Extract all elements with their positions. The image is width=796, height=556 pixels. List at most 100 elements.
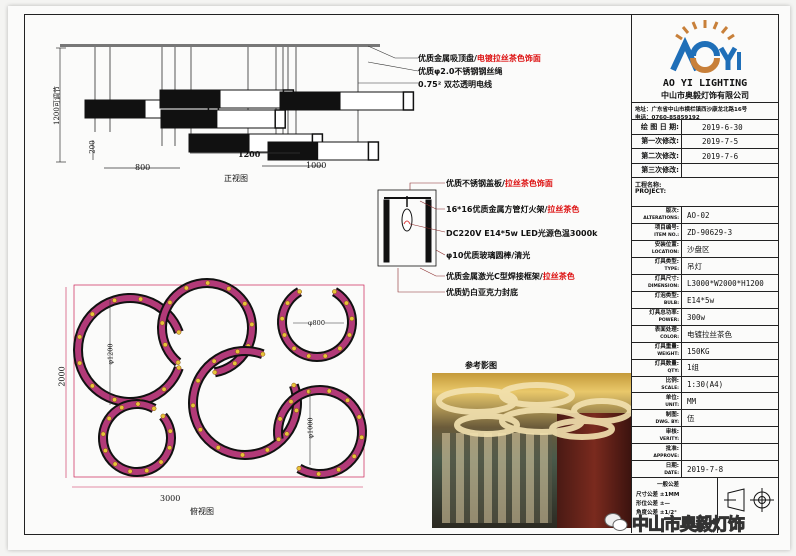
bulb-mark [100, 431, 106, 437]
bulb-mark [167, 300, 173, 305]
bulb-mark [89, 311, 95, 317]
bulb-mark [296, 465, 302, 471]
bulb-mark [106, 416, 112, 421]
dim-1200: 1200 [238, 149, 261, 159]
bulb-mark [337, 346, 343, 351]
drawing-canvas [56, 44, 446, 488]
front-view-title: 正视图 [224, 174, 248, 183]
spec-row: 审核:VERITY: [632, 426, 778, 445]
detail-note: 优质金属激光C型焊接框架/拉丝茶色 [446, 271, 575, 282]
note-text: 16*16优质金属方管灯火架/ [446, 205, 548, 214]
bulb-mark [279, 316, 285, 322]
spec-label: 制图:DWG. BY: [632, 410, 682, 428]
projection-symbol-icon [724, 488, 774, 512]
ring-segment [75, 295, 182, 405]
bulb-mark [158, 459, 164, 465]
bulb-mark [332, 289, 337, 295]
bulb-mark [175, 360, 181, 365]
bulb-mark [264, 447, 270, 453]
bulb-mark [294, 407, 299, 413]
date-label: 第二次修改: [632, 149, 682, 164]
spec-row: 灯具数量:QTY: 1组 [632, 358, 778, 377]
bulb-mark [197, 427, 203, 433]
spec-value [682, 427, 778, 444]
note-text: 优质金属激光C型焊接框架/ [446, 272, 543, 281]
date-row: 第二次修改: 2019-7-6 [632, 148, 778, 164]
bulb-mark [356, 414, 362, 420]
spec-value: L3000*W2000*H1200 [687, 278, 764, 288]
lamp-end-cap [402, 91, 415, 111]
bulb-mark [112, 397, 118, 403]
bulb-mark [112, 461, 118, 467]
spec-value: 300w [687, 312, 706, 322]
bulb-mark [112, 297, 118, 303]
bulb-mark [336, 467, 342, 473]
spec-label: 项目编号:ITEM NO.: [632, 223, 682, 241]
date-label: 第三次修改: [632, 163, 682, 178]
spec-value [682, 444, 778, 461]
spec-value: MM [687, 397, 697, 407]
dim-1000: 1000 [306, 161, 327, 170]
bulb-mark [359, 434, 365, 440]
position-tolerance: 形位公差 ±— [636, 501, 671, 507]
bulb-mark [285, 300, 291, 306]
project-label-en: PROJECT: [635, 188, 667, 195]
bulb-mark [343, 300, 349, 306]
spec-label: 灯具数量:QTY: [632, 359, 682, 377]
date-value [682, 164, 778, 179]
spec-row: 灯泡类型:BULB:E14*5w [632, 290, 778, 309]
bulb-mark [284, 431, 290, 437]
spec-label: 灯具重量:WEIGHT: [632, 342, 682, 360]
lamp-detail-drawing [377, 182, 446, 293]
company-address: 地址：广东省中山市横栏镇西沙康龙北路16号 [635, 107, 748, 113]
detail-note: 16*16优质金属方管灯火架/拉丝茶色 [446, 204, 579, 215]
spec-row: 版次:ALTERATIONS:AO-02 [632, 206, 778, 224]
bulb-mark [183, 285, 189, 291]
date-value: 2019-7-6 [702, 151, 739, 161]
bulb-mark [176, 365, 182, 371]
spec-row: 灯具类型:TYPE:吊灯 [632, 256, 778, 275]
spec-row: 日期:DATE:2019-7-8 [632, 460, 778, 479]
brand-name: AO YI LIGHTING [662, 78, 748, 89]
lamp-front-face [279, 91, 341, 111]
date-value: 2019-7-5 [702, 137, 739, 147]
bulb-mark [77, 334, 83, 340]
spec-value: 电镀拉丝茶色 [687, 329, 732, 339]
bulb-mark [161, 386, 167, 392]
bulb-mark [205, 280, 211, 286]
bulb-mark [212, 369, 218, 375]
note-text: 优质不锈钢盖板/ [446, 179, 505, 188]
bulb-mark [282, 332, 287, 338]
size-tolerance: 尺寸公差 ±1MM [636, 492, 680, 498]
ring-segment [275, 387, 365, 477]
spec-label: 灯泡类型:BULB: [632, 291, 682, 309]
spec-row: 灯具尺寸:DIMENSION:L3000*W2000*H1200 [632, 273, 778, 292]
detail-note: 优质不锈钢盖板/拉丝茶色饰面 [446, 178, 553, 189]
note-leaders [358, 45, 419, 84]
title-block: AO YI LIGHTING 中山市奥毅灯饰有限公司 地址：广东省中山市横栏镇西… [631, 14, 778, 533]
lamp-front-face [160, 109, 218, 129]
dim-d1200: φ1200 [106, 343, 115, 365]
company-phone: 电话：0760-85859192 [635, 115, 700, 121]
bulb-mark [326, 388, 332, 394]
spec-row: 制图:DWG. BY:伍 [632, 409, 778, 428]
bulb-mark [351, 453, 357, 459]
bulb-mark [349, 316, 355, 322]
spec-label: 单位:UNIT: [632, 393, 682, 411]
lamp-front-face [84, 99, 146, 119]
angle-tolerance: 角度公差 ±1/2° [636, 510, 677, 516]
note-finish: 拉丝茶色 [542, 272, 575, 281]
bulb-mark [316, 471, 322, 477]
spec-label: 批准:APPROVE: [632, 444, 682, 462]
spec-value: 2019-7-8 [687, 465, 724, 475]
lamp-end-cap [367, 141, 380, 161]
bulb-mark [260, 351, 266, 357]
spec-value: 1组 [687, 363, 700, 373]
detail-note: 优质奶白亚克力封底 [446, 287, 518, 298]
spec-label: 灯具类型:TYPE: [632, 257, 682, 275]
dim-d800: φ800 [308, 319, 325, 327]
spec-value: AO-02 [687, 210, 710, 220]
spec-value: 1:30(A4) [687, 380, 724, 390]
note-finish: 拉丝茶色 [547, 205, 580, 214]
bulb-mark [102, 448, 108, 454]
